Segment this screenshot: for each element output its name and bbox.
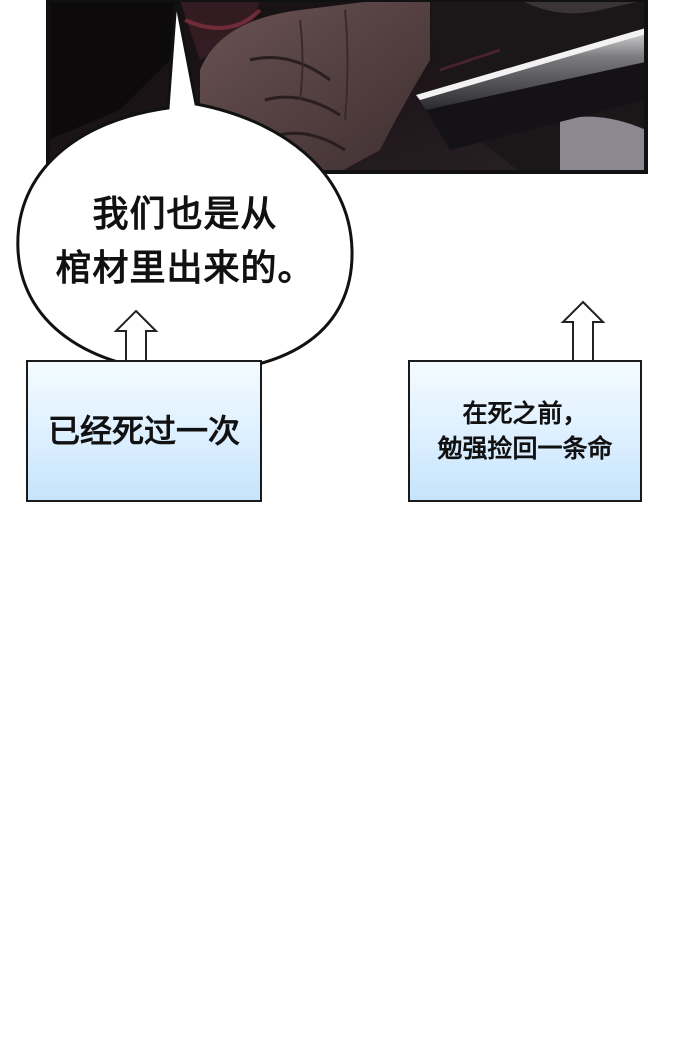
panel-border (46, 0, 648, 174)
up-arrow-icon (560, 300, 606, 363)
annotation-right-line-2: 勉强捡回一条命 (437, 434, 613, 463)
manga-panel (48, 0, 646, 172)
annotation-left-line-1: 已经死过一次 (47, 412, 240, 450)
annotation-box-right: 在死之前， 勉强捡回一条命 (408, 360, 642, 502)
speech-line-1: 我们也是从 (92, 194, 278, 235)
annotation-box-left: 已经死过一次 (26, 360, 262, 502)
speech-bubble-text: 我们也是从 棺材里出来的。 (40, 188, 330, 296)
annotation-right-line-1: 在死之前， (462, 399, 588, 428)
speech-line-2: 棺材里出来的。 (55, 248, 315, 289)
